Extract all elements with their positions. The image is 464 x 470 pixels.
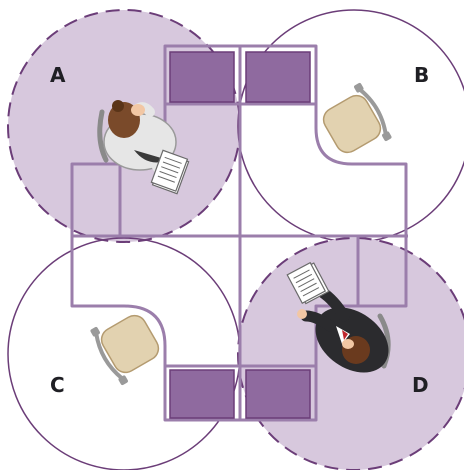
document-icon — [150, 149, 190, 195]
person-d-man-icon — [297, 286, 391, 373]
desk-layout — [70, 44, 408, 422]
office-chair-icon — [90, 314, 160, 385]
monitor-icon — [245, 51, 311, 103]
desk-b-curve — [314, 98, 408, 236]
desk-left-outline — [70, 162, 318, 422]
monitor-icon — [169, 51, 235, 103]
monitor-icon — [245, 369, 311, 419]
zone-label-b: B — [414, 63, 429, 87]
zone-label-c: C — [50, 373, 65, 397]
zone-circles — [7, 9, 464, 470]
desk-d-outline — [314, 236, 408, 366]
office-chair-icon — [322, 83, 392, 154]
zone-label-d: D — [412, 373, 429, 397]
monitors — [169, 51, 311, 419]
zone-label-a: A — [50, 63, 66, 87]
document-icon — [286, 261, 330, 305]
monitor-icon — [169, 369, 235, 419]
